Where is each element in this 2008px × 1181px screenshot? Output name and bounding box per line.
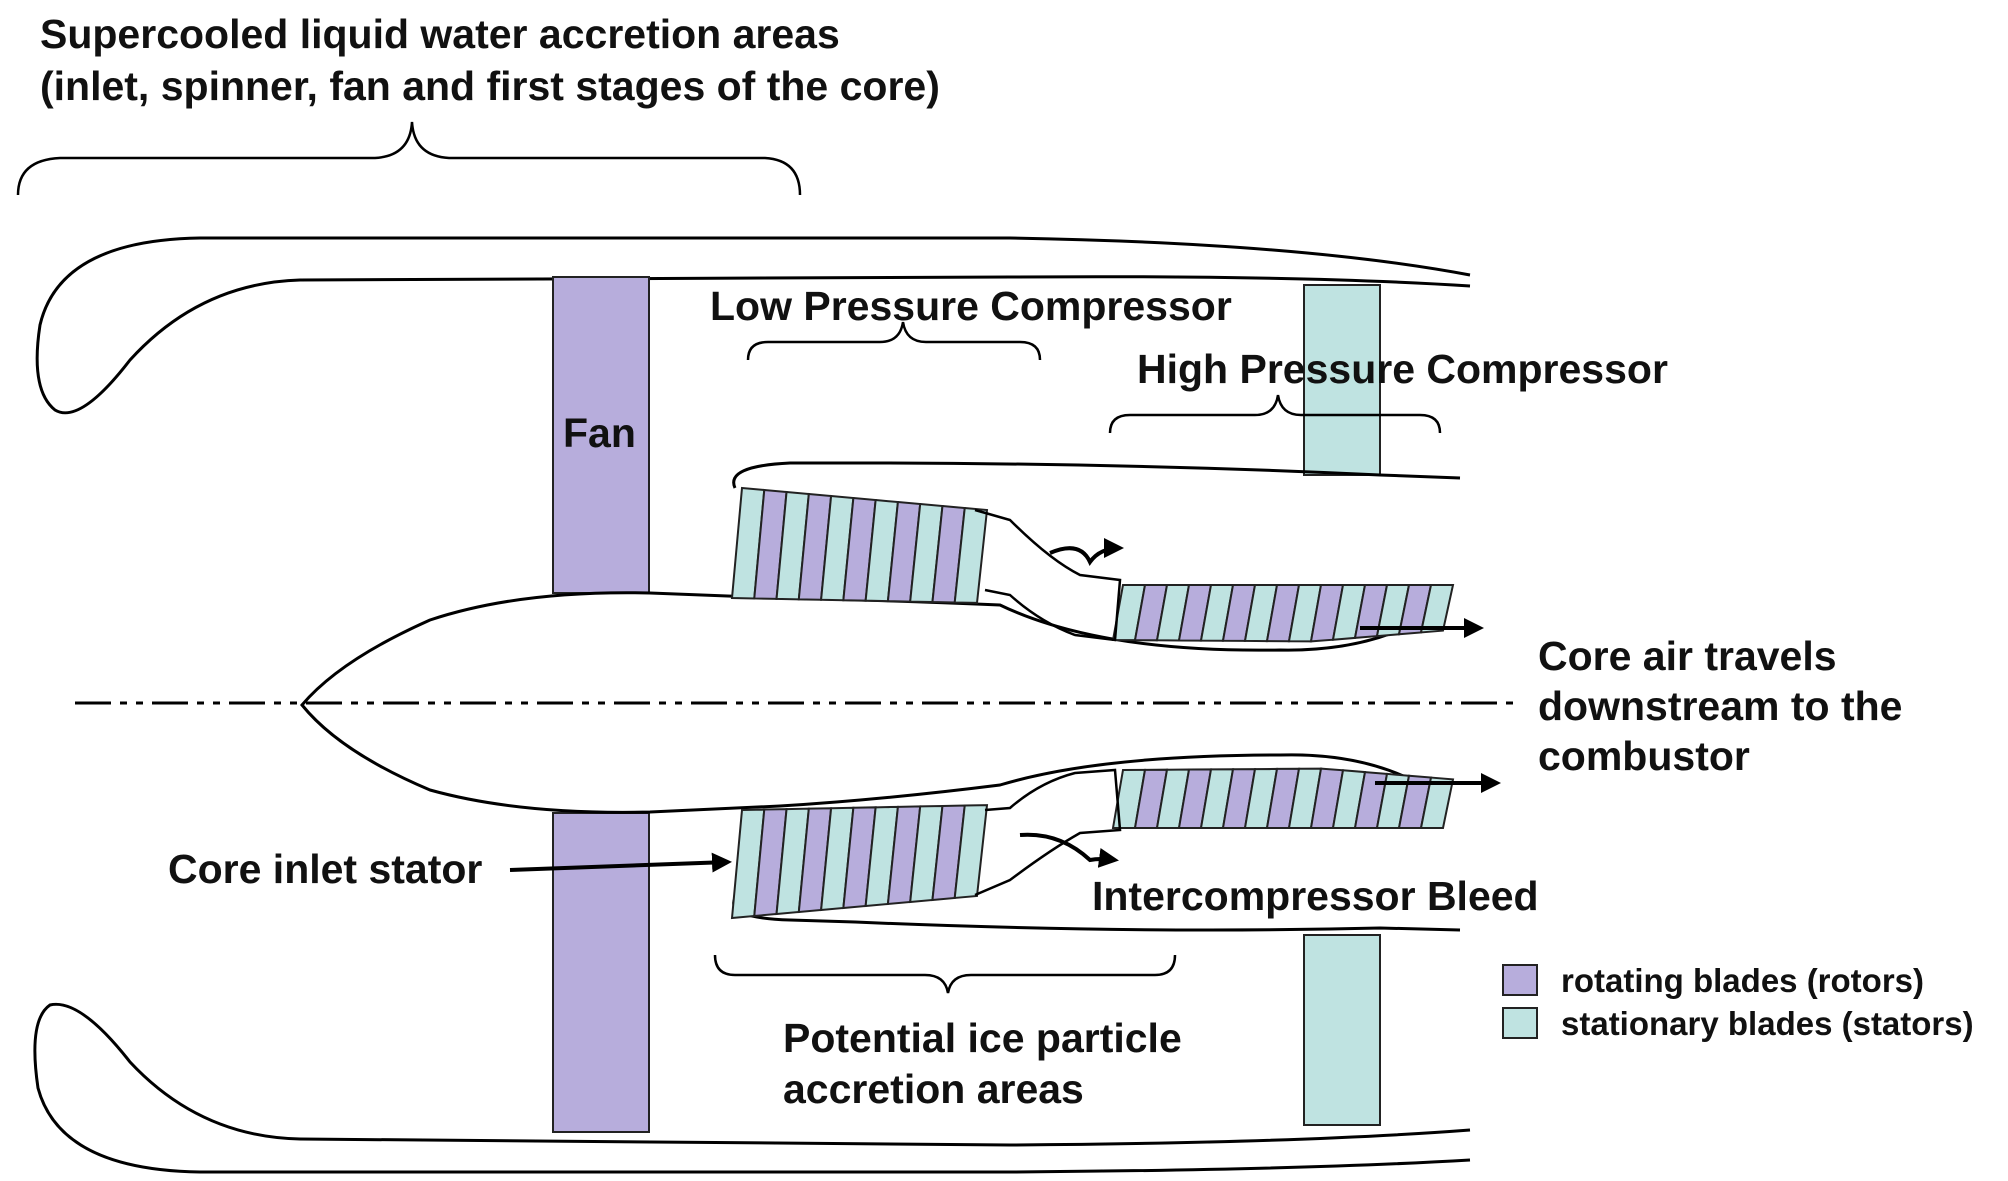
hpc-blades-lower: [1111, 767, 1455, 829]
fan-label: Fan: [563, 410, 636, 456]
nacelle-lower: [33, 1002, 1471, 1174]
legend-rotor-label: rotating blades (rotors): [1561, 962, 1924, 999]
hpc-brace: [1108, 394, 1442, 434]
hpc-blades-upper: [1111, 584, 1455, 643]
core-inlet-stator-arrow: [509, 852, 732, 873]
core-air-label-line2: downstream to the: [1538, 683, 1902, 729]
lpc-brace: [746, 321, 1042, 361]
hpc-label: High Pressure Compressor: [1137, 346, 1668, 392]
hpc-lower-stator-15: [1419, 776, 1455, 829]
core-air-label-line1: Core air travels: [1538, 633, 1837, 679]
lpc-blades-lower: [730, 804, 989, 920]
splitter-upper: [732, 461, 1461, 489]
ice-particle-brace: [713, 954, 1177, 994]
spinner: [300, 591, 1446, 814]
supercooled-label-line1: Supercooled liquid water accretion areas: [40, 11, 840, 57]
ice-particle-label-line2: accretion areas: [783, 1066, 1084, 1112]
fan-blade-lower: [552, 812, 650, 1133]
intercompressor-bleed-label: Intercompressor Bleed: [1092, 873, 1539, 919]
transition-duct-lower: [974, 768, 1122, 897]
legend-stator-swatch: [1502, 1007, 1538, 1039]
ice-particle-label-line1: Potential ice particle: [783, 1015, 1182, 1061]
bypass-stator-lower: [1303, 934, 1381, 1126]
bleed-arrow-upper: [1049, 538, 1124, 566]
bypass-stator-upper: [1303, 284, 1381, 476]
legend: rotating blades (rotors) stationary blad…: [1502, 962, 1974, 1042]
bleed-arrow-lower: [1019, 832, 1119, 868]
hpc-upper-stator-15: [1419, 584, 1455, 634]
supercooled-label-line2: (inlet, spinner, fan and first stages of…: [40, 63, 940, 109]
nacelle-upper: [35, 236, 1471, 415]
lpc-label: Low Pressure Compressor: [710, 283, 1232, 329]
transition-duct-upper: [974, 508, 1122, 642]
legend-rotor-swatch: [1502, 964, 1538, 996]
lpc-upper-stator-11: [953, 506, 989, 604]
lpc-blades-upper: [730, 486, 989, 604]
core-inlet-stator-label: Core inlet stator: [168, 846, 482, 892]
lpc-lower-stator-11: [953, 804, 989, 900]
core-air-label-line3: combustor: [1538, 733, 1750, 779]
supercooled-region-brace: [16, 121, 802, 196]
legend-stator-label: stationary blades (stators): [1561, 1005, 1974, 1042]
